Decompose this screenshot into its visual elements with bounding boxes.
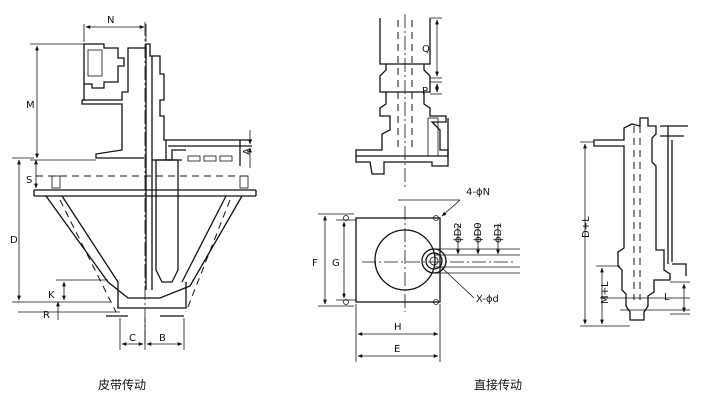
motor-outline: [83, 43, 125, 89]
dim-label-h: H: [394, 322, 402, 333]
dim-label-phi-d0: ϕD0: [473, 222, 484, 243]
dim-label-l: L: [664, 292, 670, 303]
dim-label-d: D: [10, 235, 18, 246]
dim-label-g: G: [332, 258, 340, 269]
dim-label-d-plus-l: D+L: [581, 216, 592, 238]
dim-label-k: K: [48, 290, 55, 301]
dim-label-c: C: [129, 333, 136, 344]
dim-label-r: R: [43, 310, 50, 321]
dim-label-4-phi-n: 4-ϕN: [466, 187, 490, 198]
belt-drive-view: N M S D K R C B A 皮带传动: [10, 15, 257, 392]
direct-drive-plan: 4-ϕN ϕD2 ϕD0 ϕD1 X-ϕd F G H E 直接传动: [312, 187, 522, 392]
dim-label-n: N: [107, 15, 114, 26]
dim-label-e: E: [394, 344, 400, 355]
dim-label-s: S: [26, 175, 32, 186]
dim-label-p: P: [422, 86, 428, 97]
dim-label-phi-d1: ϕD1: [493, 222, 504, 243]
dim-label-q: Q: [422, 44, 430, 55]
motor-bracket: [82, 43, 168, 141]
direct-drive-elevation: Q P: [355, 14, 449, 190]
dim-label-x-phi-d: X-ϕd: [476, 294, 499, 305]
dim-label-f: F: [312, 258, 318, 269]
caption-direct-drive: 直接传动: [474, 377, 522, 392]
direct-drive-motor: [355, 18, 449, 157]
side-view: D+L M+L L: [580, 117, 690, 327]
dim-label-m-plus-l: M+L: [600, 281, 611, 304]
mounting-plate: [355, 217, 441, 303]
cover-plate: [33, 189, 257, 197]
caption-belt-drive: 皮带传动: [98, 377, 146, 392]
dim-label-m: M: [26, 100, 35, 111]
dim-label-phi-d2: ϕD2: [453, 222, 464, 243]
dim-label-a: A: [242, 148, 253, 155]
side-view-outline: [593, 117, 671, 321]
dim-label-b: B: [159, 333, 166, 344]
